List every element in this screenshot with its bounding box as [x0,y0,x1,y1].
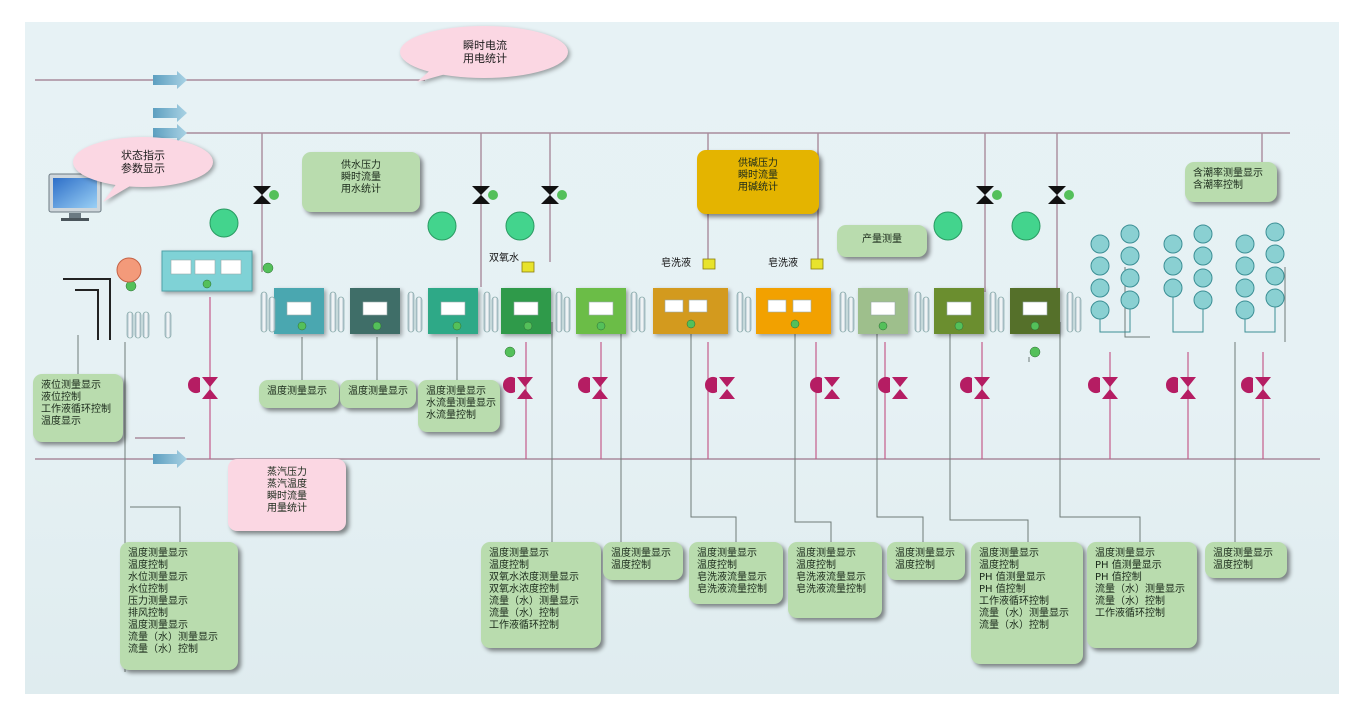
computer-monitor-icon [48,173,102,221]
flow-meters [116,208,1041,283]
left-tank [63,278,111,340]
info-soap-unit-2: 温度测量显示 温度控制 皂洗液流量显示 皂洗液流量控制 [788,542,882,618]
top-valves [253,186,1066,204]
info-dryer: 温度测量显示 温度控制 [1205,542,1287,578]
info-neutral-unit: 温度测量显示 PH 值测量显示 PH 值控制 流量（水）测量显示 流量（水）控制… [1087,542,1197,648]
steam-valves [187,376,1271,399]
info-soap-unit-1: 温度测量显示 温度控制 皂洗液流量显示 皂洗液流量控制 [689,542,783,604]
callout-output: 产量测量 [837,225,927,257]
info-bottom-left: 温度测量显示 温度控制 水位测量显示 水位控制 压力测量显示 排风控制 温度测量… [120,542,238,670]
dosing-devices [521,258,824,273]
info-wash-unit-5: 温度测量显示 温度控制 [887,542,965,580]
info-unit-4: 温度测量显示 水流量测量显示 水流量控制 [418,380,500,432]
label-soap-2: 皂洗液 [768,258,798,269]
label-soap-1: 皂洗液 [661,258,691,269]
label-peroxide: 双氧水 [489,253,519,264]
callout-water-supply: 供水压力 瞬时流量 用水统计 [302,152,420,212]
signal-lines [77,267,1286,672]
info-peroxide-unit: 温度测量显示 温度控制 双氧水浓度测量显示 双氧水浓度控制 流量（水）测量显示 … [481,542,601,648]
unit-displays [170,259,1048,316]
callout-alkali-supply: 供碱压力 瞬时流量 用碱统计 [697,150,819,214]
unit-indicators [125,262,1041,358]
callout-moisture: 含潮率测量显示 含潮率控制 [1185,162,1277,202]
info-unit-3: 温度测量显示 [340,380,416,408]
info-wash-unit-4: 温度测量显示 温度控制 [603,542,683,580]
cylinder-frames [1099,297,1276,333]
top-valve-actuators [269,190,1074,200]
guide-rollers [126,291,1082,339]
info-wash-unit-6: 温度测量显示 温度控制 PH 值测量显示 PH 值控制 工作液循环控制 流量（水… [971,542,1083,664]
info-tank-left: 液位测量显示 液位控制 工作液循环控制 温度显示 [33,374,123,442]
drying-cylinders [1090,222,1285,320]
callout-status: 状态指示 参数显示 [121,149,165,175]
info-unit-2: 温度测量显示 [259,380,339,408]
callout-steam: 蒸汽压力 蒸汽温度 瞬时流量 用量统计 [228,459,346,531]
process-diagram-canvas: 瞬时电流 用电统计 状态指示 参数显示 供水压力 瞬时流量 用水统计 供碱压力 … [25,22,1339,694]
callout-power: 瞬时电流 用电统计 [463,39,507,65]
